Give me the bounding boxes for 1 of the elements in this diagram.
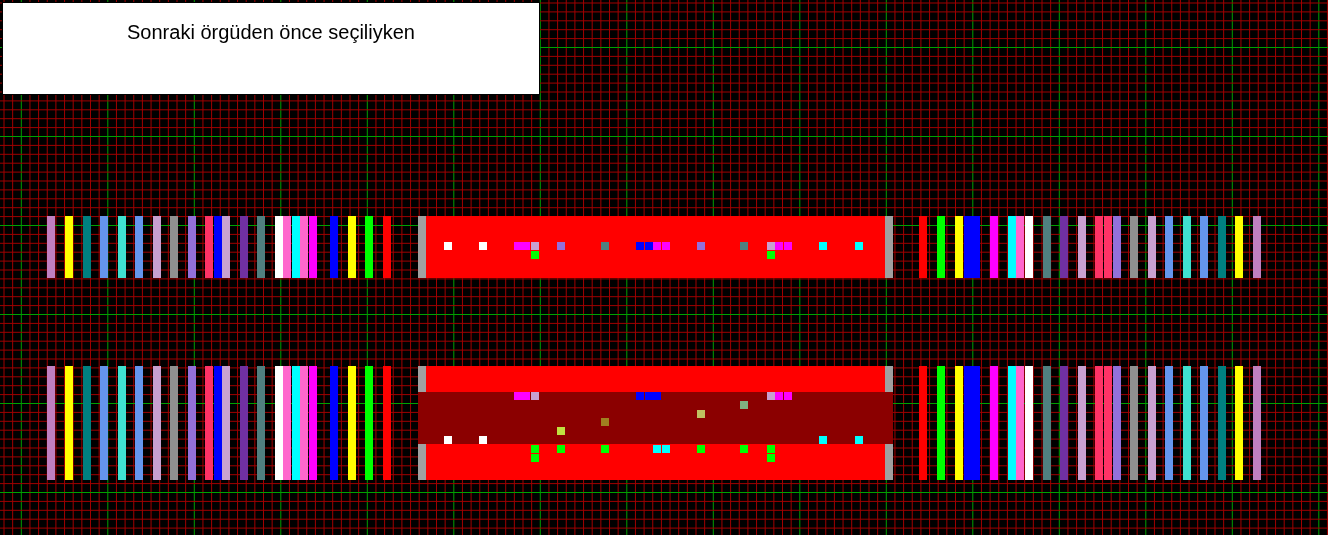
title-banner: Sonraki örgüden önce seçiliyken <box>2 2 540 95</box>
